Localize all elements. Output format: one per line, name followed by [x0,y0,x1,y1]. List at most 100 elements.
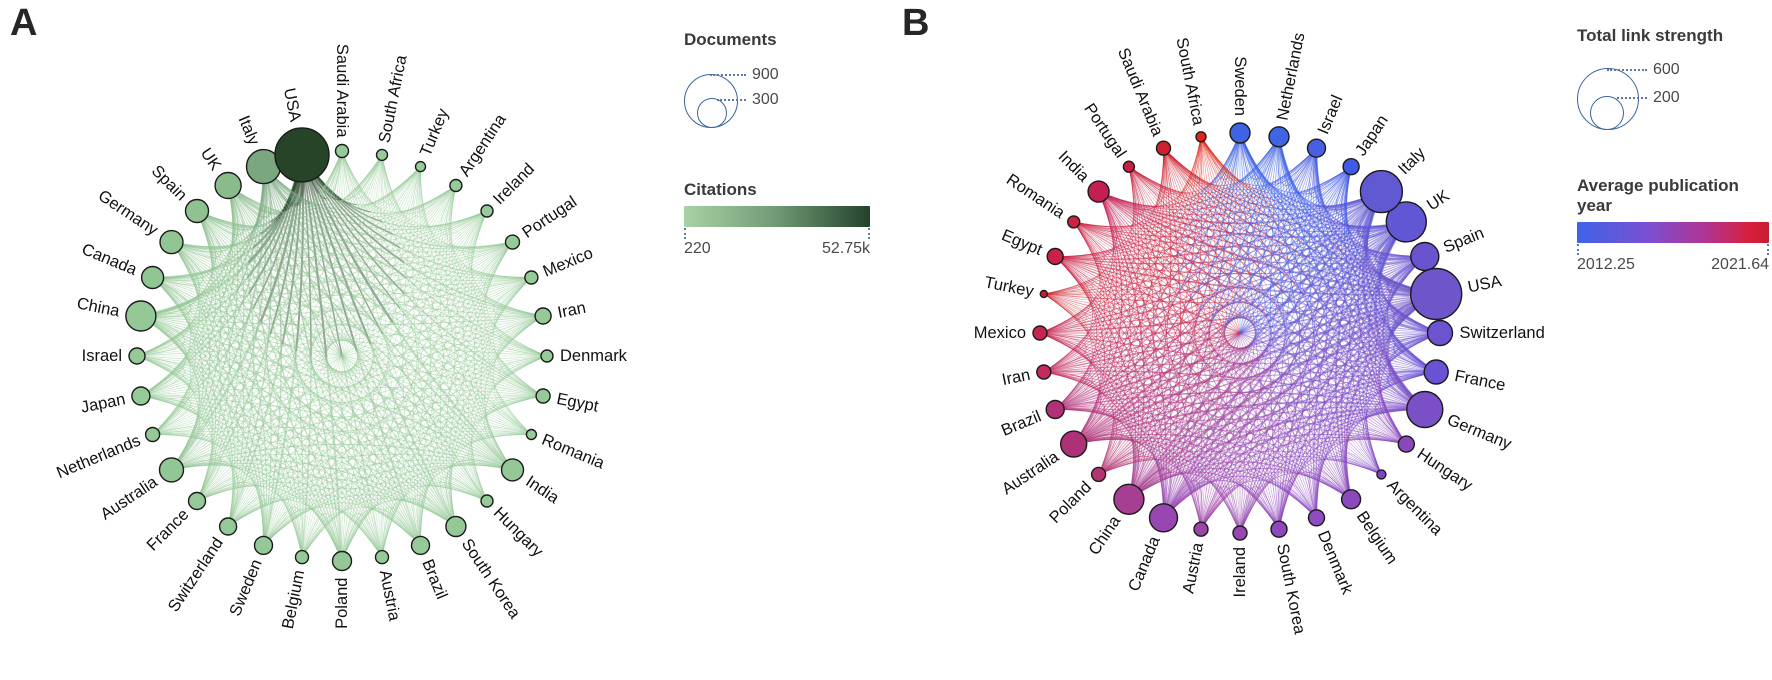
edge [341,369,387,562]
node-south-africa [1195,131,1207,143]
edge [435,293,544,397]
edge [1235,347,1425,410]
edge [1278,136,1299,322]
edge [337,401,532,435]
edge [1055,408,1212,428]
edge [1039,332,1178,410]
edge [438,238,513,250]
edge [301,355,343,558]
edge [475,284,544,317]
edge [470,210,488,285]
node-south-korea [1270,520,1288,538]
node-uk [1385,201,1428,243]
node-saudi-arabia [1155,140,1172,156]
edge [1055,255,1241,275]
edge [1073,311,1219,445]
edge [442,346,488,502]
edge [1163,148,1182,334]
edge [428,338,488,502]
edge [1178,136,1280,243]
edge [412,363,421,546]
node-label-japan: Japan [79,390,127,416]
legend-b-size-small-value: 200 [1653,89,1680,106]
edge [1043,241,1180,295]
edge [451,241,513,253]
edge [1128,325,1228,500]
edge [263,355,343,546]
edge [340,371,544,397]
edge [196,210,364,285]
node-austria [374,549,390,565]
node-label-switzerland: Switzerland [1460,324,1545,342]
node-label-spain: Spain [1441,224,1487,257]
edge [420,413,451,546]
edge [152,320,313,435]
edge [140,395,265,452]
node-label-germany: Germany [1444,411,1514,454]
edge [1349,332,1382,475]
edge [419,398,447,546]
edge [1098,191,1186,356]
edge [1319,299,1407,445]
edge [326,150,343,355]
edge [263,398,386,546]
edge [1254,148,1317,338]
edge [381,367,402,558]
edge [1163,147,1226,186]
edge [341,150,373,204]
edge [263,444,390,546]
edge [436,277,548,357]
edge [1191,147,1317,262]
edge [494,355,548,387]
edge [1162,388,1288,519]
edge [355,185,457,364]
edge [1043,276,1194,373]
edge [301,449,405,558]
node-label-israel: Israel [82,347,122,365]
edge [385,185,457,370]
edge [419,385,439,546]
edge [263,363,356,546]
edge [494,325,548,357]
edge [1217,191,1382,279]
edge [171,241,321,253]
edge [136,355,307,423]
edge [442,476,488,502]
node-belgium [294,549,310,565]
node-sweden [253,535,274,556]
edge [401,185,457,214]
legend-b-gradient: 2012.25 2021.64 [1577,222,1769,274]
edge [420,166,446,253]
edge [1205,147,1317,219]
edge [415,245,532,278]
edge [1163,148,1196,338]
node-china [1113,483,1145,515]
edge [381,499,402,558]
edge [196,210,364,316]
node-spain [1410,241,1440,272]
edge [263,150,343,293]
node-germany [159,229,184,255]
edge [140,327,331,397]
edge [1163,148,1266,317]
edge [357,154,383,358]
node-egypt [535,388,551,404]
edge [196,210,360,331]
edge [381,377,414,558]
edge [372,355,383,558]
edge [1039,261,1193,334]
node-denmark [1307,509,1326,527]
edge [1098,191,1201,355]
edge [1043,271,1180,373]
edge [171,415,354,471]
node-japan [131,386,151,406]
gradient-tick-min [1577,244,1579,255]
edge [459,320,532,435]
edge [171,320,277,471]
node-netherlands [1268,126,1290,148]
edge [341,150,358,199]
node-switzerland [218,517,238,536]
edge [152,277,335,286]
gradient-ticks [1577,243,1769,255]
edge [262,166,357,350]
